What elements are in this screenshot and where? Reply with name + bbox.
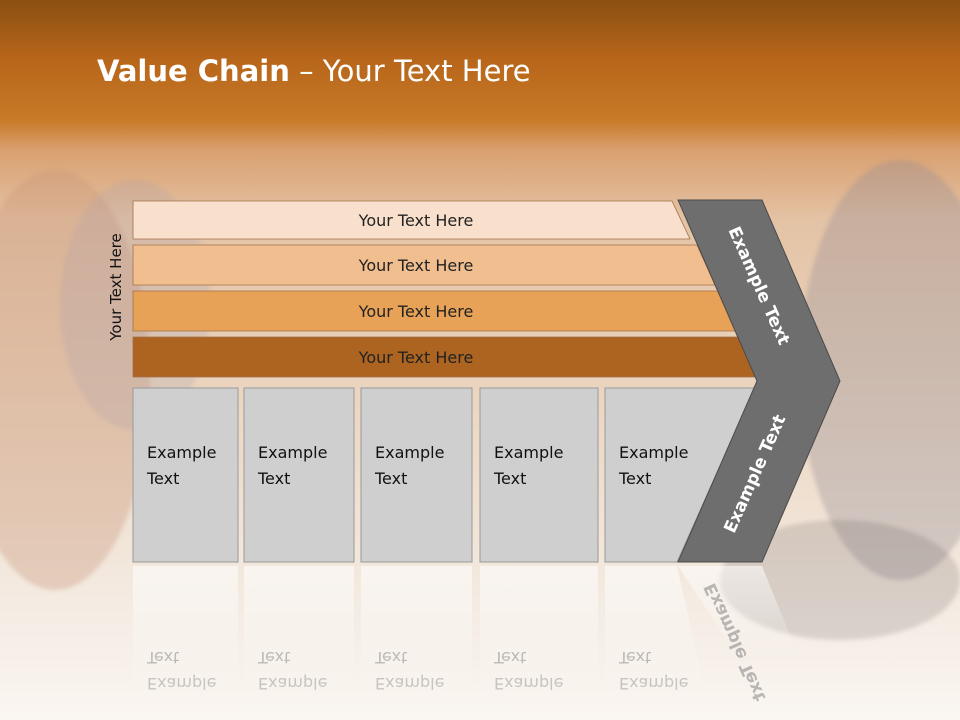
column-label-1-line2: Text bbox=[146, 469, 179, 488]
band-label-2: Your Text Here bbox=[358, 256, 474, 275]
column-reflection-label-2-line1: Example bbox=[258, 674, 327, 693]
column-label-4-line1: Example bbox=[494, 443, 563, 462]
column-5 bbox=[604, 387, 756, 563]
chevron-arrow bbox=[677, 199, 841, 563]
column-label-3-line2: Text bbox=[374, 469, 407, 488]
column-label-4-line2: Text bbox=[493, 469, 526, 488]
column-label-2-line1: Example bbox=[258, 443, 327, 462]
column-reflection-label-1-line2: Text bbox=[146, 648, 179, 667]
column-4 bbox=[479, 387, 599, 563]
column-reflection-label-3-line1: Example bbox=[375, 674, 444, 693]
band-label-1: Your Text Here bbox=[358, 211, 474, 230]
column-reflection-label-5-line2: Text bbox=[618, 648, 651, 667]
chevron-reflection bbox=[678, 566, 800, 660]
column-reflection-label-1-line1: Example bbox=[147, 674, 216, 693]
band-label-3: Your Text Here bbox=[358, 302, 474, 321]
column-reflection-2 bbox=[244, 566, 354, 692]
column-reflection-5 bbox=[605, 566, 705, 692]
band-1 bbox=[132, 200, 691, 240]
slide-title: Value Chain – Your Text Here bbox=[97, 54, 531, 88]
column-reflection-label-3-line2: Text bbox=[374, 648, 407, 667]
band-label-4: Your Text Here bbox=[358, 348, 474, 367]
column-reflection-label-4-line2: Text bbox=[493, 648, 526, 667]
column-label-1-line1: Example bbox=[147, 443, 216, 462]
column-label-5-line1: Example bbox=[619, 443, 688, 462]
title-bold: Value Chain bbox=[97, 54, 290, 88]
column-2 bbox=[243, 387, 355, 563]
column-label-3-line1: Example bbox=[375, 443, 444, 462]
column-reflection-3 bbox=[361, 566, 472, 692]
column-1 bbox=[132, 387, 239, 563]
column-reflection-label-2-line2: Text bbox=[257, 648, 290, 667]
column-reflection-label-4-line1: Example bbox=[494, 674, 563, 693]
column-reflection-4 bbox=[480, 566, 598, 692]
background-figure-left bbox=[0, 170, 150, 590]
column-label-2-line2: Text bbox=[257, 469, 290, 488]
column-3 bbox=[360, 387, 473, 563]
title-rest: – Your Text Here bbox=[289, 54, 531, 88]
column-reflection-1 bbox=[133, 566, 238, 692]
column-label-5-line2: Text bbox=[618, 469, 651, 488]
column-reflection-label-5-line1: Example bbox=[619, 674, 688, 693]
